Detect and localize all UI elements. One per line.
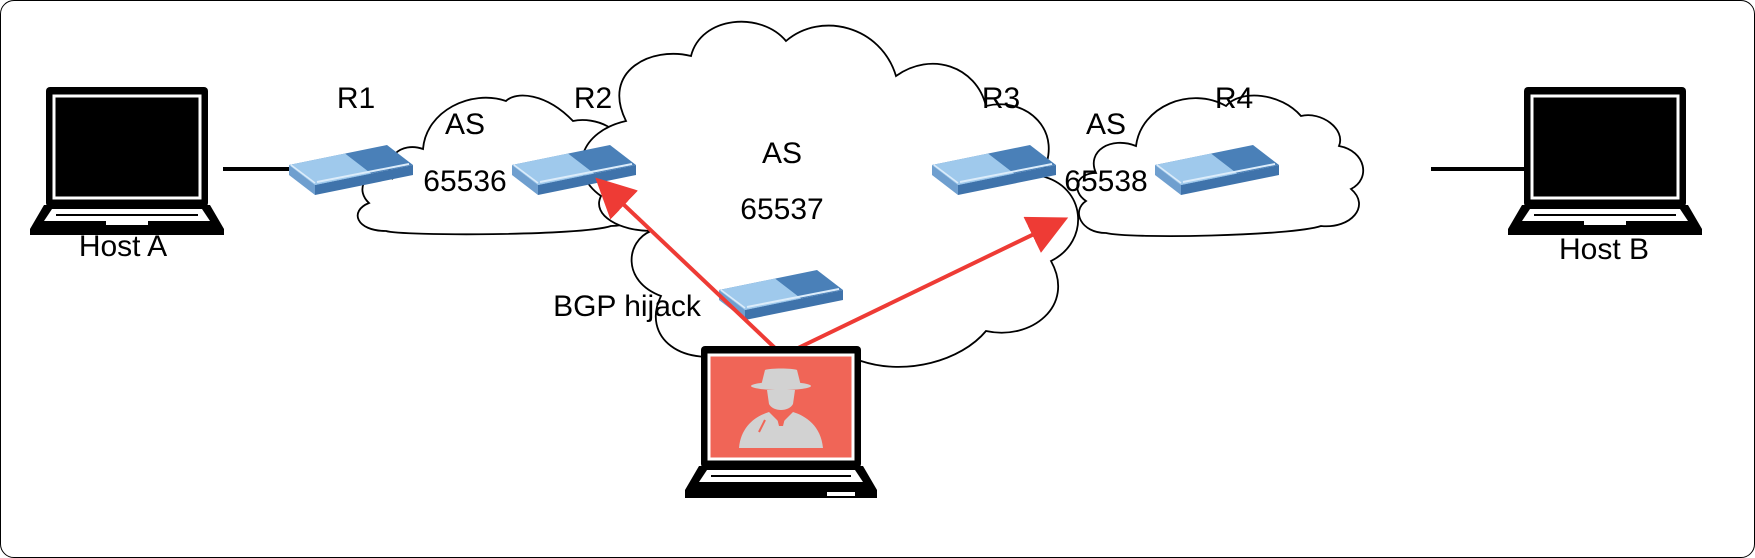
as-right-number: 65538 xyxy=(1064,165,1147,198)
host-a xyxy=(28,85,226,237)
hijack-arrow-r2 xyxy=(595,177,778,351)
r3-label: R3 xyxy=(982,82,1020,115)
labels: Host A Host B R1 R2 R3 R4 AS 65536 AS 65… xyxy=(79,82,1649,323)
bgp-hijack-label: BGP hijack xyxy=(553,290,702,323)
spy-icon xyxy=(739,368,823,448)
hijack-arrow-r3 xyxy=(795,216,1069,351)
host-b xyxy=(1506,85,1704,237)
as-left-prefix: AS xyxy=(445,108,485,141)
as-clouds xyxy=(356,20,1365,384)
hijack-arrows xyxy=(595,177,1069,351)
laptop-icon xyxy=(28,85,226,237)
as-cloud-center xyxy=(580,20,1080,384)
r1-label: R1 xyxy=(337,82,375,115)
as-center-prefix: AS xyxy=(762,137,802,170)
laptop-icon xyxy=(1506,85,1704,237)
host-b-label: Host B xyxy=(1559,233,1649,266)
as-left-number: 65536 xyxy=(423,165,506,198)
as-center-number: 65537 xyxy=(740,193,823,226)
as-right-prefix: AS xyxy=(1086,108,1126,141)
host-a-label: Host A xyxy=(79,230,167,263)
r2-label: R2 xyxy=(574,82,612,115)
r4-label: R4 xyxy=(1215,82,1253,115)
attacker-laptop xyxy=(685,346,877,498)
